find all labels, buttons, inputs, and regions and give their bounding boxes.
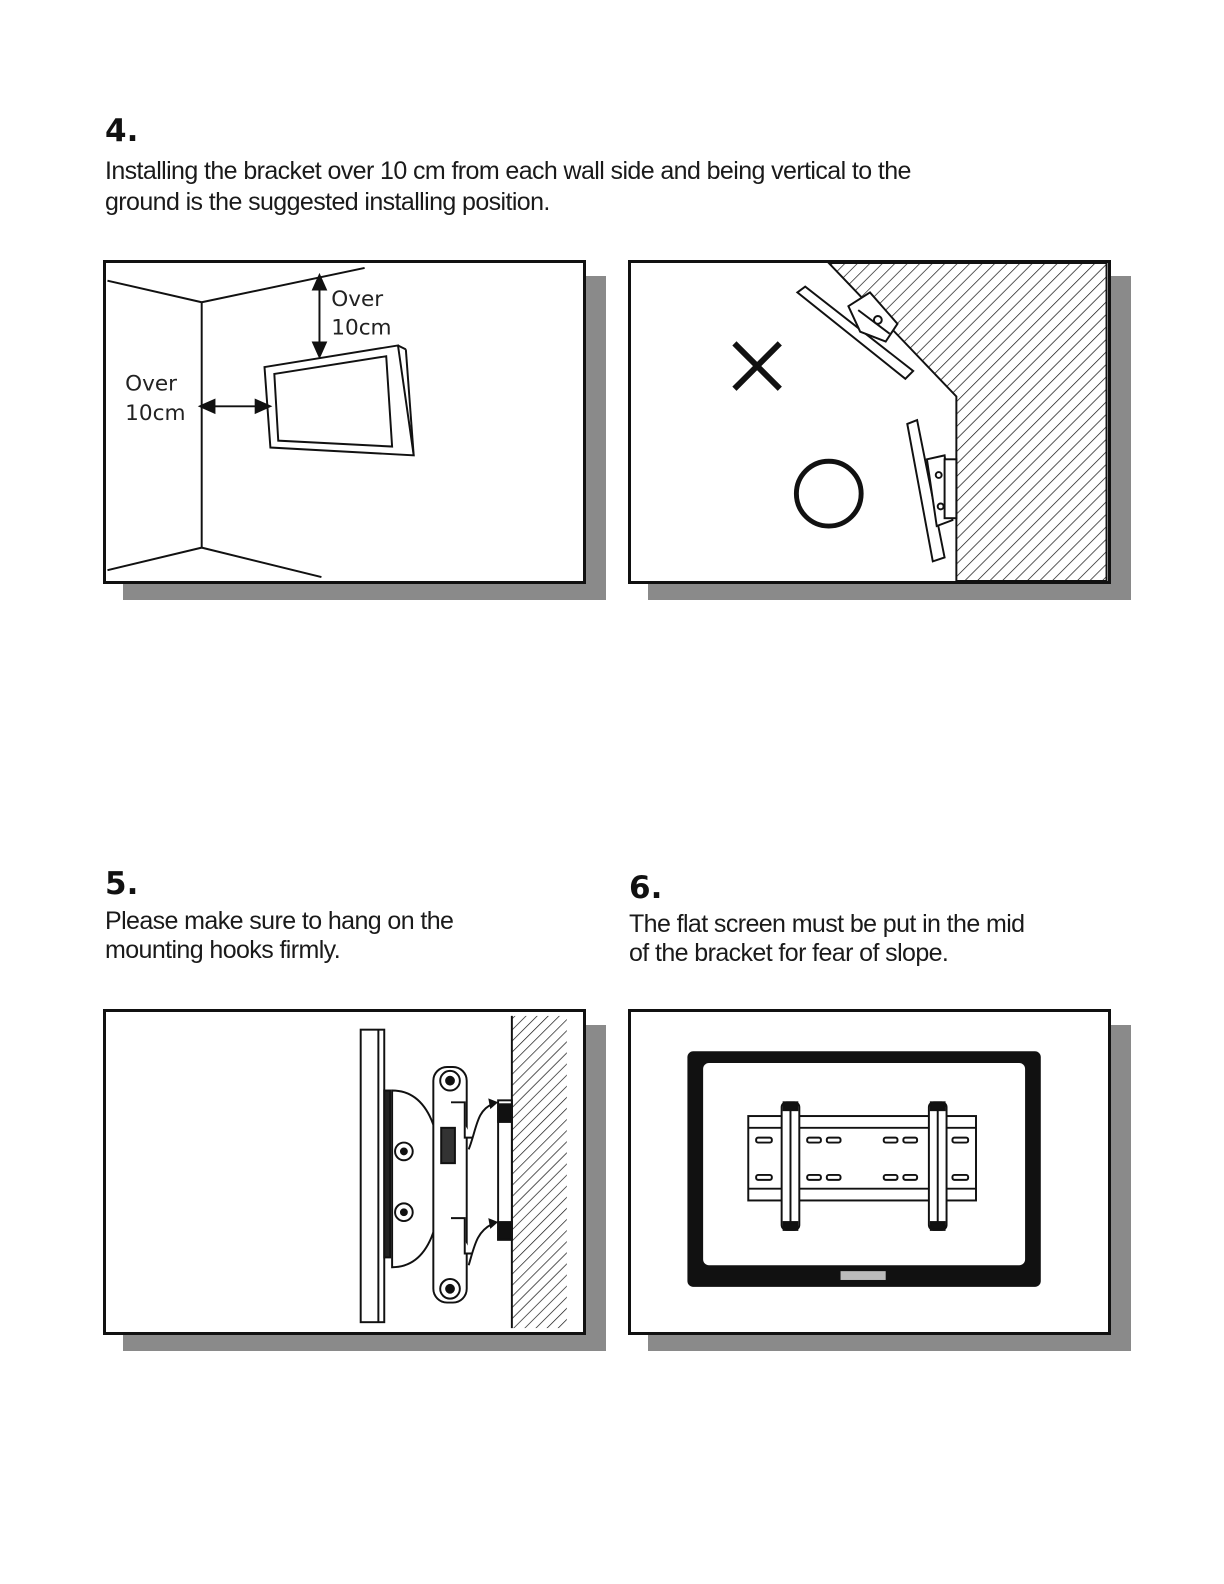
correct-mark-icon: [796, 461, 861, 526]
position-comparison-illustration: [631, 263, 1108, 581]
top-clearance-label-1: Over: [331, 287, 383, 312]
side-clearance-label-1: Over: [125, 372, 177, 397]
wall-clearance-illustration: Over 10cm Over 10cm: [106, 263, 583, 581]
step-5-number: 5.: [105, 866, 138, 902]
step-6-text-line-2: of the bracket for fear of slope.: [629, 938, 948, 969]
side-clearance-label-2: 10cm: [125, 401, 185, 426]
step-4-number: 4.: [105, 113, 138, 149]
figure-centered-bracket: [628, 1009, 1111, 1335]
figure-wall-clearance: Over 10cm Over 10cm: [103, 260, 586, 584]
mounting-hooks-illustration: [106, 1012, 583, 1332]
step-6-number: 6.: [629, 870, 662, 906]
step-6-text-line-1: The flat screen must be put in the mid: [629, 909, 1024, 940]
step-5-text-line-2: mounting hooks firmly.: [105, 935, 340, 966]
step-4-text-line-2: ground is the suggested installing posit…: [105, 187, 550, 218]
centered-bracket-illustration: [631, 1012, 1108, 1332]
wrong-mark-icon: [737, 345, 778, 386]
figure-mounting-hooks: [103, 1009, 586, 1335]
step-5-text-line-1: Please make sure to hang on the: [105, 906, 453, 937]
top-clearance-label-2: 10cm: [331, 316, 391, 341]
figure-correct-position: [628, 260, 1111, 584]
step-4-text-line-1: Installing the bracket over 10 cm from e…: [105, 156, 911, 187]
